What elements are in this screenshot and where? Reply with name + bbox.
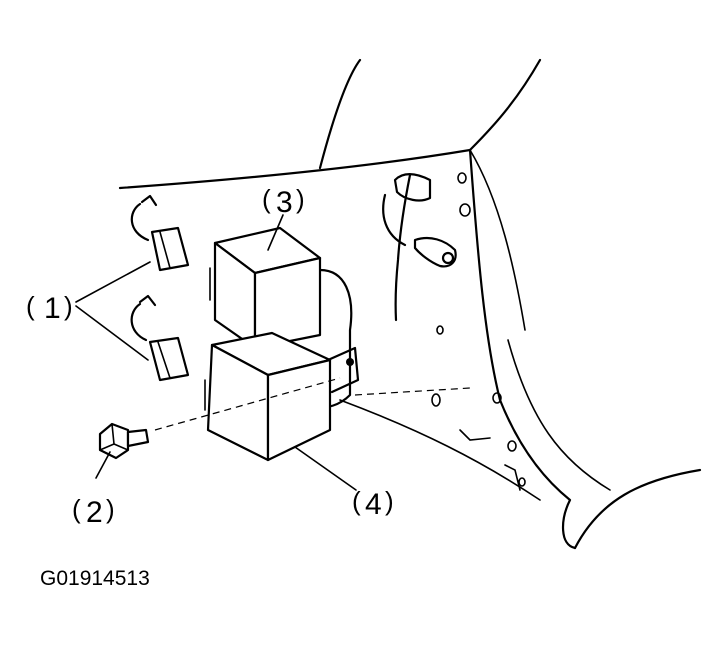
- svg-text:): ): [106, 494, 115, 524]
- connector-lower: [130, 294, 190, 382]
- callout-2-label: 2: [86, 496, 103, 529]
- connector-upper: [130, 194, 190, 272]
- callout-3-label: 3: [276, 186, 293, 219]
- body-panel: [118, 58, 702, 550]
- callout-1-label: 1: [44, 292, 61, 325]
- bolt: [98, 377, 341, 460]
- leader-lines: [75, 214, 357, 491]
- svg-text:(: (: [26, 291, 35, 321]
- svg-text:): ): [64, 291, 73, 321]
- figure-code: G01914513: [40, 567, 150, 590]
- callout-3: ( 3 ): [262, 184, 305, 219]
- svg-text:): ): [296, 184, 305, 214]
- svg-text:(: (: [72, 494, 81, 524]
- callout-4: ( 4 ): [352, 486, 394, 521]
- svg-text:(: (: [352, 486, 361, 516]
- callout-1: ( 1 ): [26, 291, 73, 325]
- relay-3: [209, 226, 322, 350]
- relay-4: [204, 331, 332, 462]
- wiring-harness: [382, 173, 457, 322]
- svg-text:): ): [385, 486, 394, 516]
- svg-text:(: (: [262, 184, 271, 214]
- callout-2: ( 2 ): [72, 494, 115, 529]
- callout-4-label: 4: [365, 488, 382, 521]
